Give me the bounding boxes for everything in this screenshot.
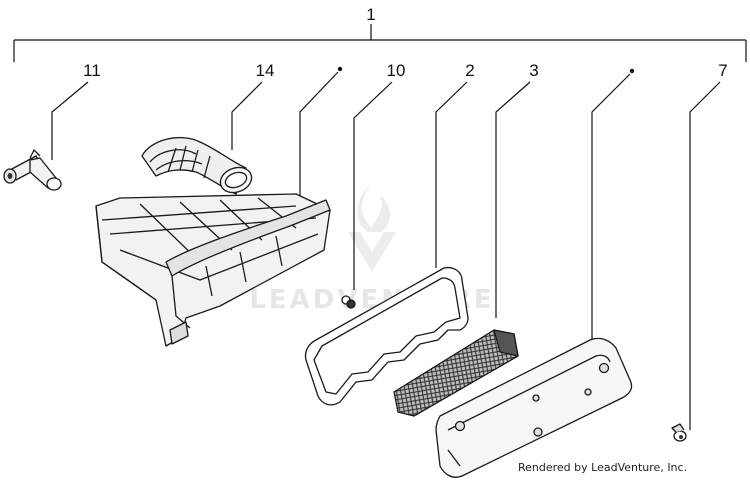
callout-1: 1 [366, 5, 375, 24]
callout-10: 10 [387, 61, 406, 80]
credit-text: Rendered by LeadVenture, Inc. [518, 461, 687, 474]
callout-3: 3 [529, 61, 538, 80]
callout-11: 11 [83, 61, 101, 80]
part-air-filter-housing [95, 193, 331, 347]
callout-14: 14 [256, 61, 275, 80]
callout-2: 2 [465, 61, 474, 80]
leader-dot-housing [337, 66, 343, 72]
part-3-filter-element [393, 329, 519, 417]
part-2-gasket [304, 266, 469, 406]
part-10-screw [341, 295, 356, 309]
part-cover [435, 337, 633, 478]
part-14-intake-duct [141, 136, 253, 195]
callout-7: 7 [718, 61, 727, 80]
assembly-bracket [13, 24, 747, 62]
leader-dot-cover [629, 68, 635, 74]
leader-lines [51, 71, 721, 430]
part-11-breather-elbow [3, 149, 62, 191]
part-7-screw [671, 423, 687, 442]
